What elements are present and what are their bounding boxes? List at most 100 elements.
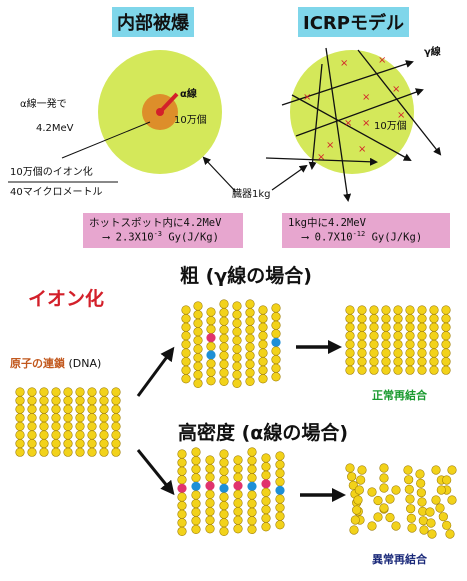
dna-bead xyxy=(381,331,391,341)
dna-bead xyxy=(75,413,85,423)
dna-bead xyxy=(429,331,439,341)
dna-bead xyxy=(275,494,285,504)
dna-bead xyxy=(75,404,85,414)
ionization-x-mark: × xyxy=(392,84,400,95)
dna-bead xyxy=(347,472,357,482)
dna-bead xyxy=(87,413,97,423)
dna-bead xyxy=(275,520,285,530)
dna-bead xyxy=(435,503,445,513)
dna-bead xyxy=(233,524,243,534)
dna-bead xyxy=(379,473,389,483)
dna-bead xyxy=(258,365,268,375)
dna-bead xyxy=(261,470,271,480)
dna-bead xyxy=(205,515,215,525)
dna-bead xyxy=(99,396,109,406)
dna-bead xyxy=(405,322,415,332)
dna-bead xyxy=(345,305,355,315)
dna-bead xyxy=(232,318,242,328)
dna-bead xyxy=(39,421,49,432)
dna-bead xyxy=(245,299,255,309)
dna-bead xyxy=(39,404,49,414)
coarse-heading: 粗 (γ線の場合) xyxy=(180,265,312,287)
ionization-x-mark: × xyxy=(397,110,405,121)
ionization-x-mark: × xyxy=(362,92,370,103)
dna-bead xyxy=(369,322,379,332)
dna-bead xyxy=(206,359,216,369)
dna-bead xyxy=(245,325,255,335)
dna-bead xyxy=(258,314,268,324)
dna-bead xyxy=(393,331,403,341)
dna-bead xyxy=(429,348,439,358)
dna-bead xyxy=(63,430,73,440)
dna-bead xyxy=(258,374,268,384)
dna-bead xyxy=(177,475,187,485)
dna-bead xyxy=(417,339,427,350)
dna-bead xyxy=(87,396,97,406)
dna-bead xyxy=(219,333,229,344)
dna-bead xyxy=(191,507,201,517)
dna-bead xyxy=(369,339,379,350)
dna-bead xyxy=(245,342,255,352)
dna-bead xyxy=(345,365,355,375)
dna-bead xyxy=(219,518,229,528)
dna-bead xyxy=(261,462,271,472)
dna-bead xyxy=(111,396,121,406)
dna-bead xyxy=(393,305,403,315)
dna-bead xyxy=(438,512,448,522)
dna-bead xyxy=(357,314,367,324)
dna-bead xyxy=(245,368,255,378)
dna-bead xyxy=(345,348,355,358)
dna-bead xyxy=(63,387,73,397)
dna-bead xyxy=(219,342,229,352)
dna-bead xyxy=(205,507,215,517)
ionization-marks: ××××××××××× xyxy=(303,55,405,163)
dna-bead xyxy=(27,413,37,423)
dna-bead xyxy=(261,513,271,523)
dna-bead xyxy=(357,331,367,341)
dna-bead xyxy=(205,489,215,500)
dna-bead xyxy=(431,495,441,505)
dna-bead xyxy=(442,475,452,485)
organ-label: 臓器1kg xyxy=(232,189,271,200)
dna-bead xyxy=(232,361,242,371)
dna-bead xyxy=(193,361,203,371)
dna-bead xyxy=(415,469,425,479)
dna-bead xyxy=(357,365,367,375)
body-circle-right xyxy=(290,50,414,174)
dna-bead xyxy=(205,472,215,482)
dna-bead xyxy=(233,464,243,474)
ionization-heading: イオン化 xyxy=(28,288,105,310)
ions-label: 10万個のイオン化 xyxy=(10,167,93,178)
dna-bead xyxy=(381,314,391,324)
dna-bead xyxy=(247,456,257,466)
dna-bead xyxy=(393,365,403,375)
dna-bead xyxy=(258,305,268,315)
icrp-model-title: ICRPモデル xyxy=(298,7,409,37)
dna-bead xyxy=(345,314,355,324)
ionization-x-mark: × xyxy=(326,140,334,151)
internal-exposure-title: 内部被爆 xyxy=(112,7,194,37)
dna-bead xyxy=(245,308,255,318)
dna-bead xyxy=(205,455,215,465)
dna-bead xyxy=(271,329,281,339)
dna-bead xyxy=(219,308,229,318)
dna-bead xyxy=(177,492,187,502)
dna-bead xyxy=(427,529,437,539)
dna-bead xyxy=(393,357,403,367)
normal-rejoin-label: 正常再結合 xyxy=(372,389,427,402)
dna-bead xyxy=(63,439,73,449)
alpha-track xyxy=(158,92,179,114)
dna-suffix: (DNA) xyxy=(68,357,102,370)
ionization-x-mark: × xyxy=(358,144,366,155)
dna-bead xyxy=(232,353,242,363)
ionization-x-mark: × xyxy=(378,55,386,66)
dna-bundle-normal-rejoin xyxy=(345,305,451,375)
dna-bead xyxy=(275,503,285,513)
dna-bead xyxy=(404,484,414,494)
dna-bead xyxy=(87,421,97,432)
ionization-x-mark: × xyxy=(303,92,311,103)
dna-bead xyxy=(247,490,257,500)
dna-bead xyxy=(245,316,255,326)
dna-bead xyxy=(177,526,187,537)
